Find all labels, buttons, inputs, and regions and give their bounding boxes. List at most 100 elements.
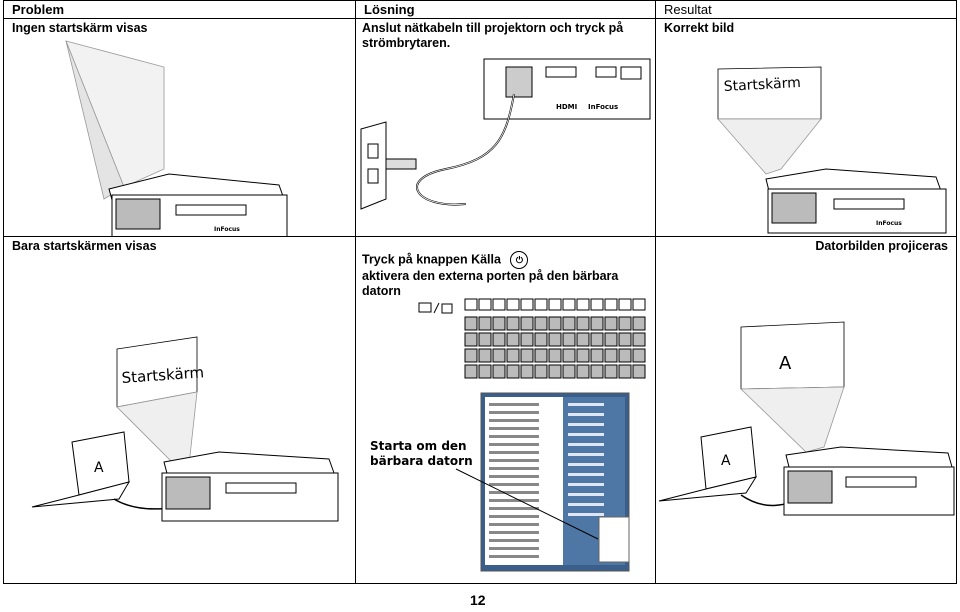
menu-item: [568, 413, 604, 417]
hdmi-label: HDMI: [556, 103, 577, 111]
startscreen-text: Startskärm: [121, 364, 205, 388]
menu-item: [489, 467, 539, 471]
keyboard-key: [590, 298, 604, 311]
keyboard-key: [464, 332, 478, 347]
keyboard-key: [562, 298, 576, 311]
keyboard-key: [618, 316, 632, 331]
keyboard-key: [576, 316, 590, 331]
keyboard-key: [534, 332, 548, 347]
keyboard-key: [604, 298, 618, 311]
keyboard-key: [506, 364, 520, 379]
menu-item: [568, 463, 604, 467]
menu-item: [489, 515, 539, 519]
projector-icon: InFocus: [108, 173, 288, 237]
keyboard-key: [520, 364, 534, 379]
menu-item: [568, 433, 604, 437]
menu-item: [489, 531, 539, 535]
solution-line-3: datorn: [362, 284, 401, 299]
callout-line-2: bärbara datorn: [370, 454, 473, 468]
keyboard-key: [506, 332, 520, 347]
keyboard-key: [492, 298, 506, 311]
menu-item: [568, 453, 604, 457]
keyboard-key: [534, 316, 548, 331]
keyboard-key: [534, 364, 548, 379]
keyboard-key: [562, 348, 576, 363]
keyboard-key: [520, 348, 534, 363]
table-row: Ingen startskärm visas InFocus Anslut nä…: [3, 18, 957, 238]
keyboard-key: [492, 364, 506, 379]
row1-solution-cell: Anslut nätkabeln till projektorn och try…: [355, 18, 656, 238]
menu-item: [489, 459, 539, 463]
startscreen-text: Startskärm: [723, 75, 801, 95]
keyboard-key: [478, 364, 492, 379]
projector-rear-icon: HDMI InFocus: [483, 58, 651, 120]
keyboard-key: [506, 348, 520, 363]
row2-problem-cell: Bara startskärmen visas Startskärm A: [3, 236, 356, 584]
laptop-projector-result-illustration: A A: [658, 321, 955, 516]
keyboard-key: [562, 332, 576, 347]
menu-item: [489, 475, 539, 479]
keyboard-key: [492, 332, 506, 347]
header-solution: Lösning: [355, 0, 656, 20]
menu-item: [489, 499, 539, 503]
keyboard-key: [576, 348, 590, 363]
keyboard-key: [590, 348, 604, 363]
row1-result-cell: Korrekt bild Startskärm InFocus: [655, 18, 957, 238]
keyboard-key: [520, 332, 534, 347]
keyboard-key: [618, 348, 632, 363]
keyboard-key: [464, 298, 478, 311]
projector-brand-label: InFocus: [214, 226, 240, 233]
wall-outlet-icon: [360, 121, 387, 210]
laptop-projector-illustration: Startskärm A: [31, 336, 339, 522]
menu-item: [489, 507, 539, 511]
keyboard-key: [492, 316, 506, 331]
table-row: Bara startskärmen visas Startskärm A: [3, 236, 957, 584]
menu-item: [489, 547, 539, 551]
solution-line-2: aktivera den externa porten på den bärba…: [362, 269, 619, 284]
keyboard-key: [576, 364, 590, 379]
projector-brand-label: InFocus: [876, 220, 902, 227]
keyboard-key: [520, 298, 534, 311]
keyboard-key: [520, 316, 534, 331]
menu-item: [489, 451, 539, 455]
monitor-switch-icon: [418, 302, 453, 314]
keyboard-key: [464, 364, 478, 379]
page-number: 12: [470, 592, 486, 608]
menu-item: [489, 435, 539, 439]
keyboard-key: [534, 348, 548, 363]
menu-item: [568, 473, 604, 477]
menu-item: [568, 483, 604, 487]
keyboard-key: [590, 364, 604, 379]
menu-item: [568, 403, 604, 407]
keyboard-key: [576, 332, 590, 347]
keyboard-key: [632, 298, 646, 311]
projector-correct-image-illustration: Startskärm InFocus: [717, 66, 947, 234]
keyboard-key: [478, 332, 492, 347]
menu-item: [568, 493, 604, 497]
menu-item: [568, 513, 604, 517]
row2-solution-cell: Tryck på knappen Källa ⏻ aktivera den ex…: [355, 236, 656, 584]
menu-item: [489, 555, 539, 559]
laptop-letter: A: [94, 460, 104, 476]
troubleshooting-table: Problem Lösning Resultat Ingen startskär…: [3, 0, 957, 584]
header-problem: Problem: [3, 0, 356, 20]
keyboard-key: [478, 316, 492, 331]
menu-item: [489, 427, 539, 431]
keyboard-key: [492, 348, 506, 363]
keyboard-key: [632, 316, 646, 331]
keyboard-key: [506, 298, 520, 311]
keyboard-key: [590, 332, 604, 347]
menu-item: [489, 403, 539, 407]
menu-item: [568, 423, 604, 427]
menu-item: [489, 411, 539, 415]
row2-solution-text: Tryck på knappen Källa ⏻ aktivera den ex…: [362, 251, 652, 299]
keyboard-key: [478, 348, 492, 363]
power-cable-illustration: HDMI InFocus: [360, 58, 651, 210]
keyboard-key: [590, 316, 604, 331]
keyboard-key: [506, 316, 520, 331]
projector-icon: [161, 451, 339, 522]
row2-result-cell: Datorbilden projiceras A A: [655, 236, 957, 584]
menu-item: [489, 443, 539, 447]
keyboard-key: [548, 364, 562, 379]
header-result: Resultat: [655, 0, 957, 20]
